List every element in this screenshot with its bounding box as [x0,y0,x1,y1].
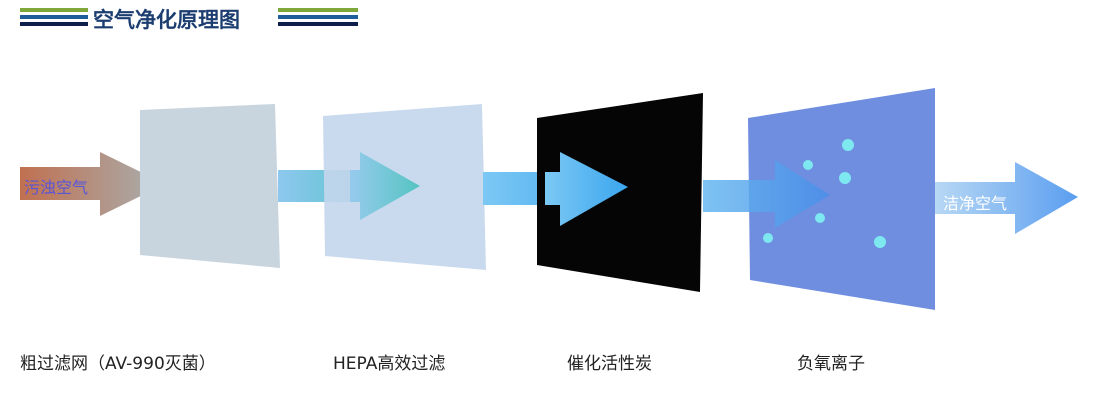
flow-arrow-4 [703,160,830,228]
stage-panel-coarse-filter [140,104,280,268]
title-decoration-right [278,8,358,29]
stage-label-hepa: HEPA高效过滤 [333,354,446,374]
ion-dots [763,139,886,248]
stage-panel-carbon [537,93,703,292]
stage-label-coarse-filter: 粗过滤网（AV-990灭菌） [20,354,216,374]
input-arrow [20,152,165,216]
stage-label-carbon: 催化活性炭 [567,354,652,374]
input-arrow-label: 污浊空气 [24,178,89,197]
output-arrow-label: 洁净空气 [943,194,1008,213]
output-arrow [935,162,1078,234]
stage-panel-negative-ion [748,88,935,310]
page-title: 空气净化原理图 [93,7,240,32]
title-decoration-left [20,8,88,29]
stage-label-negative-ion: 负氧离子 [797,354,865,374]
